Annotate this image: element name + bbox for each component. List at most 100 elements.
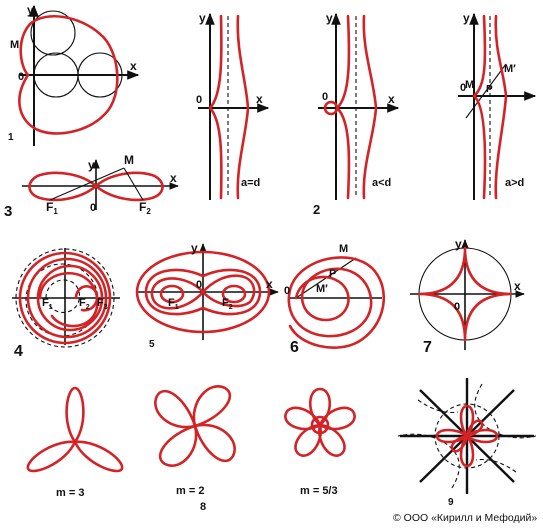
f5-f2-label: F2 bbox=[222, 297, 233, 311]
f8-m2-petal-3 bbox=[158, 424, 198, 467]
f5-y-label: y bbox=[191, 241, 198, 255]
f9-number: 9 bbox=[448, 497, 454, 508]
f6-m-prime-label: M′ bbox=[316, 283, 328, 295]
f8-m2-caption: m = 2 bbox=[176, 485, 204, 497]
f5-oval-lemn bbox=[150, 274, 256, 310]
f7-number: 7 bbox=[423, 339, 432, 356]
f8-m2-petal-4 bbox=[154, 389, 197, 429]
f5-oval-left bbox=[159, 284, 185, 304]
f8-m3-caption: m = 3 bbox=[56, 487, 84, 499]
f8-m2-petal-2 bbox=[193, 423, 236, 463]
figure-3-lemniscate: y x M 0 F1 F2 3 bbox=[4, 153, 179, 220]
f4-dashed-inner bbox=[45, 279, 81, 313]
figure-7-astroid: y x 0 7 bbox=[410, 237, 525, 356]
f2a-curve-left bbox=[208, 14, 223, 200]
f4-curve-5 bbox=[74, 285, 99, 312]
f1-base-circle-2 bbox=[77, 52, 123, 98]
figure-4: F1 F2 F3 4 bbox=[12, 248, 120, 360]
f8-m53-inner-loop bbox=[310, 415, 330, 435]
f6-p-label: P bbox=[329, 268, 336, 280]
f2c-curve-left bbox=[472, 14, 487, 200]
f3-y-label: y bbox=[88, 158, 95, 172]
f8-m53-petal-2 bbox=[318, 406, 356, 431]
f6-number: 6 bbox=[290, 339, 299, 356]
f2c-origin-label: 0 bbox=[460, 82, 466, 94]
f5-x-label: x bbox=[266, 277, 273, 291]
f6-origin-label: 0 bbox=[284, 285, 290, 297]
f9-rose bbox=[435, 404, 499, 468]
f2a-caption: a=d bbox=[241, 177, 260, 189]
f2c-m-label: M bbox=[465, 79, 474, 91]
f2a-curve-right bbox=[236, 14, 250, 200]
f2b-origin-label: 0 bbox=[322, 91, 328, 103]
f4-number: 4 bbox=[14, 343, 23, 360]
f8-m2-petal-1 bbox=[192, 385, 232, 428]
figure-2c: y 0 M M′ P a>d bbox=[458, 11, 537, 200]
f8-m53-petal-5 bbox=[284, 406, 322, 431]
f4-curve-3 bbox=[36, 264, 104, 332]
copyright-notice: © ООО «Кирилл и Мефодий» bbox=[393, 512, 538, 524]
f8-rose-m3 bbox=[26, 386, 124, 473]
f4-curve-1 bbox=[18, 251, 112, 345]
f1-y-label: y bbox=[27, 3, 34, 17]
f2a-origin-label: 0 bbox=[196, 94, 202, 106]
f9-petal-6 bbox=[450, 434, 469, 453]
f8-m3-petal-left bbox=[26, 440, 77, 473]
f2b-y-label: y bbox=[326, 11, 333, 25]
f7-origin-label: 0 bbox=[454, 301, 460, 313]
f3-number: 3 bbox=[4, 203, 12, 220]
f8-rose-m53 bbox=[284, 387, 356, 457]
f3-f1-label: F1 bbox=[46, 200, 58, 216]
f2c-ray bbox=[465, 63, 507, 119]
f3-m-label: M bbox=[124, 153, 134, 167]
f3-origin-label: 0 bbox=[90, 202, 96, 214]
f3-f2-label: F2 bbox=[139, 200, 151, 216]
f5-f1-label: F1 bbox=[168, 297, 179, 311]
f7-x-label: x bbox=[514, 279, 521, 293]
f1-m-label: M bbox=[10, 39, 19, 51]
f1-rolling-circle bbox=[30, 10, 76, 56]
f9-dashed-branch-4 bbox=[475, 458, 517, 473]
f4-curve-2 bbox=[26, 257, 108, 339]
f2c-y-label: y bbox=[463, 11, 470, 25]
f1-origin-label: 0 bbox=[18, 71, 24, 83]
f8-rose-m2 bbox=[154, 385, 236, 467]
f1-cardioid-curve bbox=[18, 14, 119, 135]
f2c-p-label: P bbox=[486, 84, 493, 95]
f8-number: 8 bbox=[200, 501, 206, 513]
f2a-x-label: x bbox=[256, 92, 263, 106]
f3-x-label: x bbox=[170, 171, 177, 185]
f4-f1-label: F1 bbox=[42, 297, 53, 311]
f9-petal-5 bbox=[465, 419, 484, 438]
f2a-y-label: y bbox=[199, 11, 206, 25]
figure-1-cardioid: y x 0 M 1 bbox=[8, 3, 140, 146]
figure-8-roses: m = 3 m = 2 m = 5/3 8 bbox=[26, 385, 356, 513]
f2c-caption: a>d bbox=[505, 177, 524, 189]
f2b-x-label: x bbox=[388, 92, 395, 106]
f5-oval-right bbox=[221, 284, 247, 304]
f6-spiral-curve bbox=[287, 256, 386, 349]
figure-2a: y x 0 a=d bbox=[196, 11, 270, 200]
f2-number: 2 bbox=[313, 202, 320, 217]
f3-focal-line-1 bbox=[49, 167, 125, 201]
f2b-caption: a<d bbox=[372, 177, 391, 189]
figure-6-spiral: M P M′ 0 6 bbox=[284, 243, 386, 356]
f7-y-label: y bbox=[455, 237, 462, 251]
f8-m3-petal-right bbox=[73, 440, 124, 473]
f4-f2-label: F2 bbox=[79, 297, 90, 311]
figure-2b: y x 0 a<d 2 bbox=[313, 11, 400, 217]
f5-oval-outer bbox=[135, 250, 271, 334]
f6-m-label: M bbox=[339, 243, 348, 255]
f7-astroid-curve bbox=[417, 246, 513, 342]
f3-focal-line-2 bbox=[123, 167, 144, 201]
f2b-curve-right bbox=[362, 14, 378, 200]
f9-dashed-branch-3 bbox=[417, 399, 459, 414]
figure-5-cassini-ovals: y x 0 F1 F2 5 bbox=[135, 241, 279, 350]
f1-number: 1 bbox=[8, 132, 14, 143]
f8-m53-caption: m = 5/3 bbox=[300, 485, 338, 497]
f4-f3-label: F3 bbox=[97, 297, 108, 311]
f5-oval-2 bbox=[144, 268, 262, 316]
f9-dashed-circle bbox=[434, 403, 500, 469]
f8-m3-petal-top bbox=[65, 386, 85, 444]
